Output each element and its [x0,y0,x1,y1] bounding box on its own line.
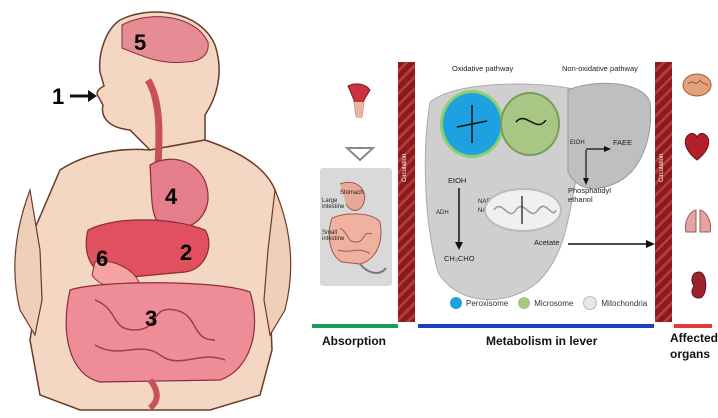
microsome-organelle [500,92,560,156]
anatomy-figure: 1 5 4 6 2 3 [0,0,300,413]
acetate-arrow [568,236,656,254]
microsome-swatch [518,297,530,309]
absorption-label: Absorption [322,334,386,348]
metabolism-diagram: Stomach Large intestine Small intestine … [300,0,718,413]
heart-organ-icon [682,130,712,167]
affected-organs-label: Affected organs [670,330,718,362]
large-intestine-label: Large intestine [322,198,348,210]
intestine-panel: Stomach Large intestine Small intestine [320,168,392,286]
nonoxidative-pathway-title: Non-oxidative pathway [562,64,638,73]
brain-organ-icon [682,72,712,103]
mitochondria-organelle [484,188,562,232]
legend-peroxisome: Peroxisome [450,296,508,310]
adh-label: ADH [436,210,449,216]
legend-mitochondria-label: Mitochondria [601,299,647,308]
circulation-label-left: Circulation [402,154,408,182]
peroxisome-swatch [450,297,462,309]
anatomy-label-1: 1 [52,84,64,110]
ch3cho-label: CH₃CHO [444,254,475,263]
peroxisome-organelle [440,90,504,158]
phosphatidyl-arrow [582,150,590,191]
small-intestine-label: Small intestine [322,230,348,242]
kidney-organ-icon [688,270,710,305]
legend-microsome-label: Microsome [534,299,573,308]
legend-mitochondria: Mitochondria [583,296,647,310]
oxidative-pathway-title: Oxidative pathway [452,64,513,73]
organelle-legend: Peroxisome Microsome Mitochondria [450,296,647,310]
affected-bar [674,324,712,328]
etoh-nonox-label: EtOH [570,140,585,146]
anatomy-label-3: 3 [145,306,157,332]
anatomy-label-6: 6 [96,246,108,272]
circulation-bar-right: Circulation [655,62,672,322]
lungs-organ-icon [682,206,714,241]
anatomy-label-4: 4 [165,184,177,210]
anatomy-label-2: 2 [180,240,192,266]
etoh-label: EtOH [448,176,466,185]
legend-peroxisome-label: Peroxisome [466,299,508,308]
anatomy-drawing [0,0,300,413]
metabolism-bar [418,324,654,328]
faee-label: FAEE [613,138,632,147]
arrow-right-icon [68,86,98,111]
circulation-bar-left: Circulation [398,62,415,322]
etoh-arrow [454,188,464,255]
acetate-label: Acetate [534,238,559,247]
phosphatidyl-label: Phosphatidyl ethanol [568,186,628,204]
legend-microsome: Microsome [518,296,573,310]
down-arrow-icon [345,142,375,167]
absorption-bar [312,324,398,328]
circulation-label-right: Circulation [659,154,665,182]
stomach-label: Stomach [340,190,364,196]
mitochondria-swatch [583,296,597,310]
metabolism-label: Metabolism in lever [486,334,597,348]
throat-image [342,82,376,122]
anatomy-label-5: 5 [134,30,146,56]
